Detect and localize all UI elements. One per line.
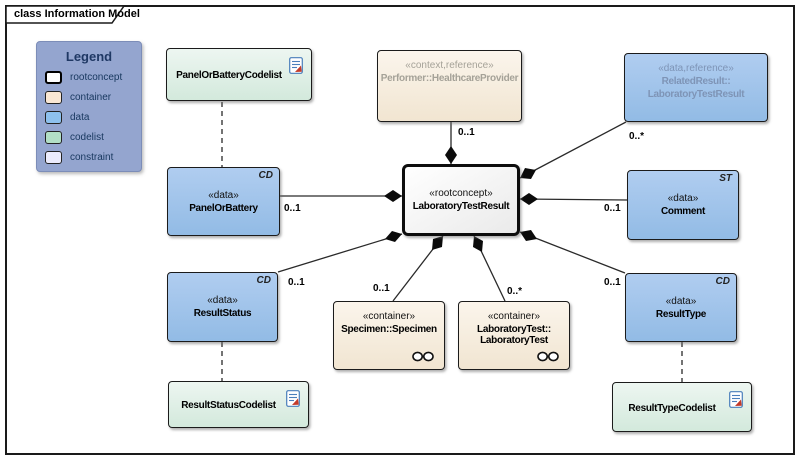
multiplicity-label: 0..1 [604, 277, 621, 288]
legend: Legend rootconcept container data codeli… [36, 41, 142, 172]
datatype-tag: ST [719, 173, 732, 184]
rootconcept-swatch [45, 70, 62, 84]
line-result-status [277, 233, 403, 273]
node-result-type[interactable]: CD «data» ResultType [625, 273, 737, 342]
line-result-type [519, 231, 626, 274]
frame-title: class Information Model [14, 8, 140, 20]
composition-diamond [520, 230, 537, 241]
node-laboratory-test-result[interactable]: «rootconcept» LaboratoryTestResult [402, 164, 520, 236]
line-comment [519, 198, 628, 201]
datatype-tag: CD [715, 276, 730, 287]
codelist-swatch [45, 130, 62, 144]
frame-tab [5, 5, 126, 24]
multiplicity-label: 0..* [629, 131, 645, 142]
node-result-status-codelist[interactable]: ResultStatusCodelist [168, 381, 309, 428]
multiplicity-label: 0..1 [288, 277, 305, 288]
node-result-type-codelist[interactable]: ResultTypeCodelist [612, 382, 752, 432]
node-panel-or-battery-codelist[interactable]: PanelOrBatteryCodelist [166, 48, 312, 101]
multiplicity-label: 0..1 [284, 203, 301, 214]
composition-diamond [520, 168, 536, 179]
legend-item-constraint: constraint [45, 150, 141, 164]
multiplicity-label: 0..1 [458, 127, 475, 138]
constraint-swatch [45, 150, 62, 164]
composition-diamond [432, 236, 443, 250]
data-swatch [45, 110, 62, 124]
node-laboratory-test[interactable]: «container» LaboratoryTest:: LaboratoryT… [458, 301, 570, 370]
multiplicity-label: 0..1 [373, 283, 390, 294]
legend-title: Legend [65, 49, 113, 64]
datatype-tag: CD [258, 170, 273, 181]
composition-diamond [385, 231, 402, 242]
node-result-status[interactable]: CD «data» ResultStatus [167, 272, 278, 342]
composition-diamond [384, 190, 402, 202]
multiplicity-label: 0..1 [604, 203, 621, 214]
datatype-tag: CD [256, 275, 271, 286]
line-related-result [519, 121, 627, 179]
node-related-result[interactable]: «data,reference» RelatedResult:: Laborat… [624, 53, 768, 122]
legend-item-codelist: codelist [45, 130, 141, 144]
legend-item-data: data [45, 110, 141, 124]
composition-diamond [445, 146, 457, 164]
node-comment[interactable]: ST «data» Comment [627, 170, 739, 240]
legend-item-rootconcept: rootconcept [45, 70, 141, 84]
multiplicity-label: 0..* [507, 286, 523, 297]
composition-diamond [473, 236, 483, 252]
node-panel-or-battery[interactable]: CD «data» PanelOrBattery [167, 167, 280, 236]
document-icon [286, 390, 300, 407]
document-icon [289, 57, 303, 74]
eyeglasses-icon [412, 351, 434, 362]
container-swatch [45, 90, 62, 104]
eyeglasses-icon [537, 351, 559, 362]
node-specimen[interactable]: «container» Specimen::Specimen [333, 301, 445, 370]
legend-item-container: container [45, 90, 141, 104]
composition-diamond [520, 193, 538, 205]
node-performer-healthcare-provider[interactable]: «context,reference» Performer::Healthcar… [377, 50, 522, 122]
document-icon [729, 391, 743, 408]
